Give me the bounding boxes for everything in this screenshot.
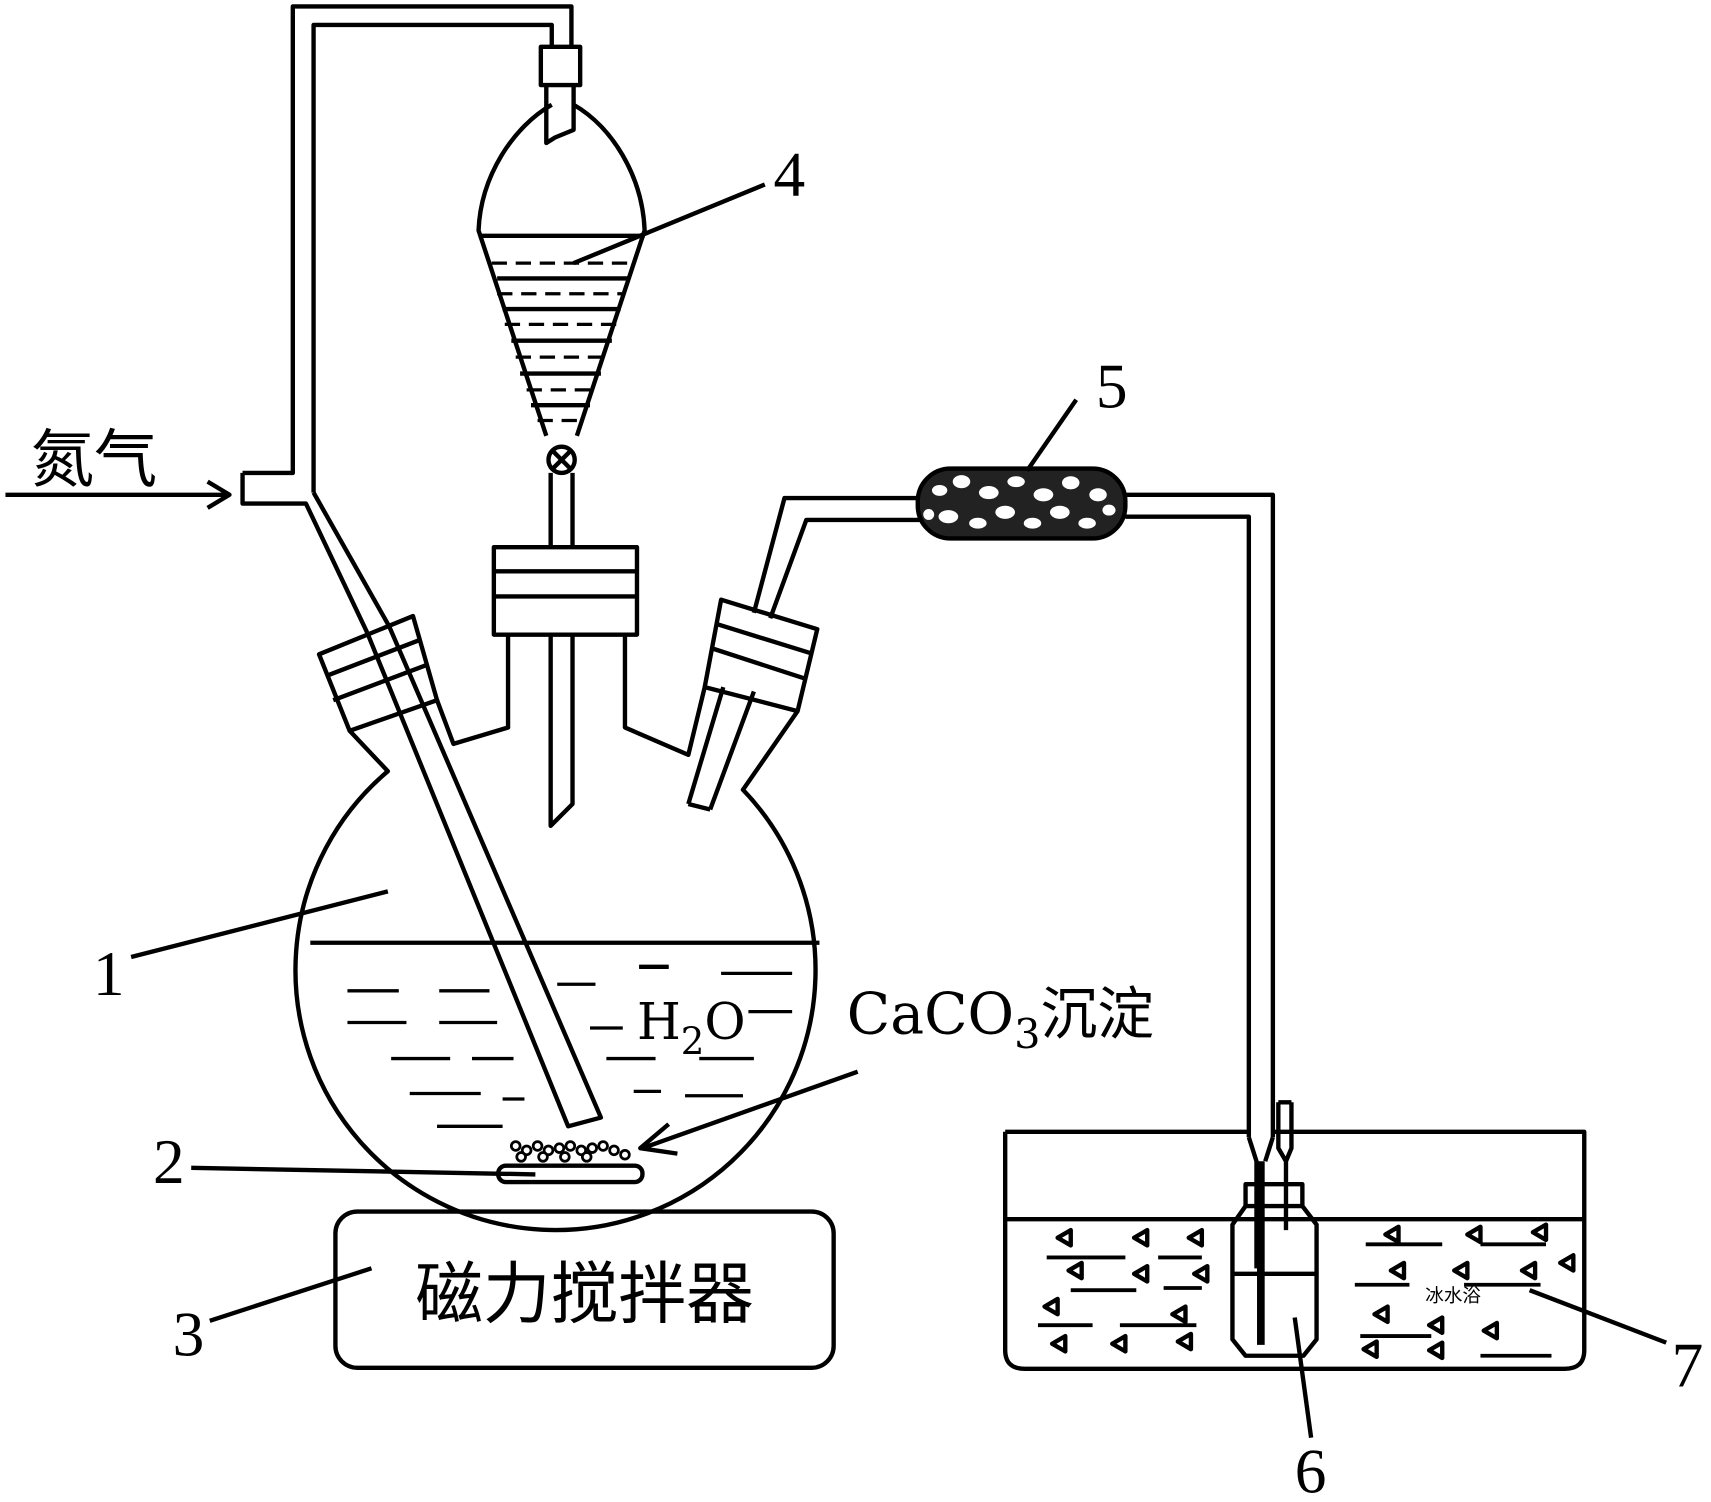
callout-4: 4 [574,139,806,263]
svg-text:5: 5 [1096,351,1128,421]
nitrogen-label: 氮气 [31,423,158,497]
callout-2: 2 [153,1127,535,1197]
nitrogen-gas-tube [5,6,571,632]
three-neck-flask [295,498,919,1230]
separatory-funnel [479,47,645,826]
svg-text:7: 7 [1672,1330,1704,1400]
drying-tube [918,469,1126,539]
water-label: H2O [637,967,746,1063]
svg-text:H2O: H2O [637,992,746,1063]
ice-bath-label: 冰水浴 [1425,1286,1481,1307]
callout-1: 1 [93,891,388,1009]
callout-7: 7 [1530,1290,1704,1400]
callout-5: 5 [1027,351,1128,470]
stirrer-label: 磁力搅拌器 [415,1255,754,1334]
collection-bottle [1232,1102,1316,1355]
svg-text:6: 6 [1295,1436,1327,1502]
caco3-precipitate-label: CaCO3沉淀 [847,981,1154,1058]
precipitate [511,1142,629,1162]
svg-text:4: 4 [774,139,806,209]
svg-text:1: 1 [93,939,125,1009]
svg-text:2: 2 [153,1127,185,1197]
svg-text:3: 3 [173,1300,205,1370]
callout-3: 3 [173,1268,372,1369]
